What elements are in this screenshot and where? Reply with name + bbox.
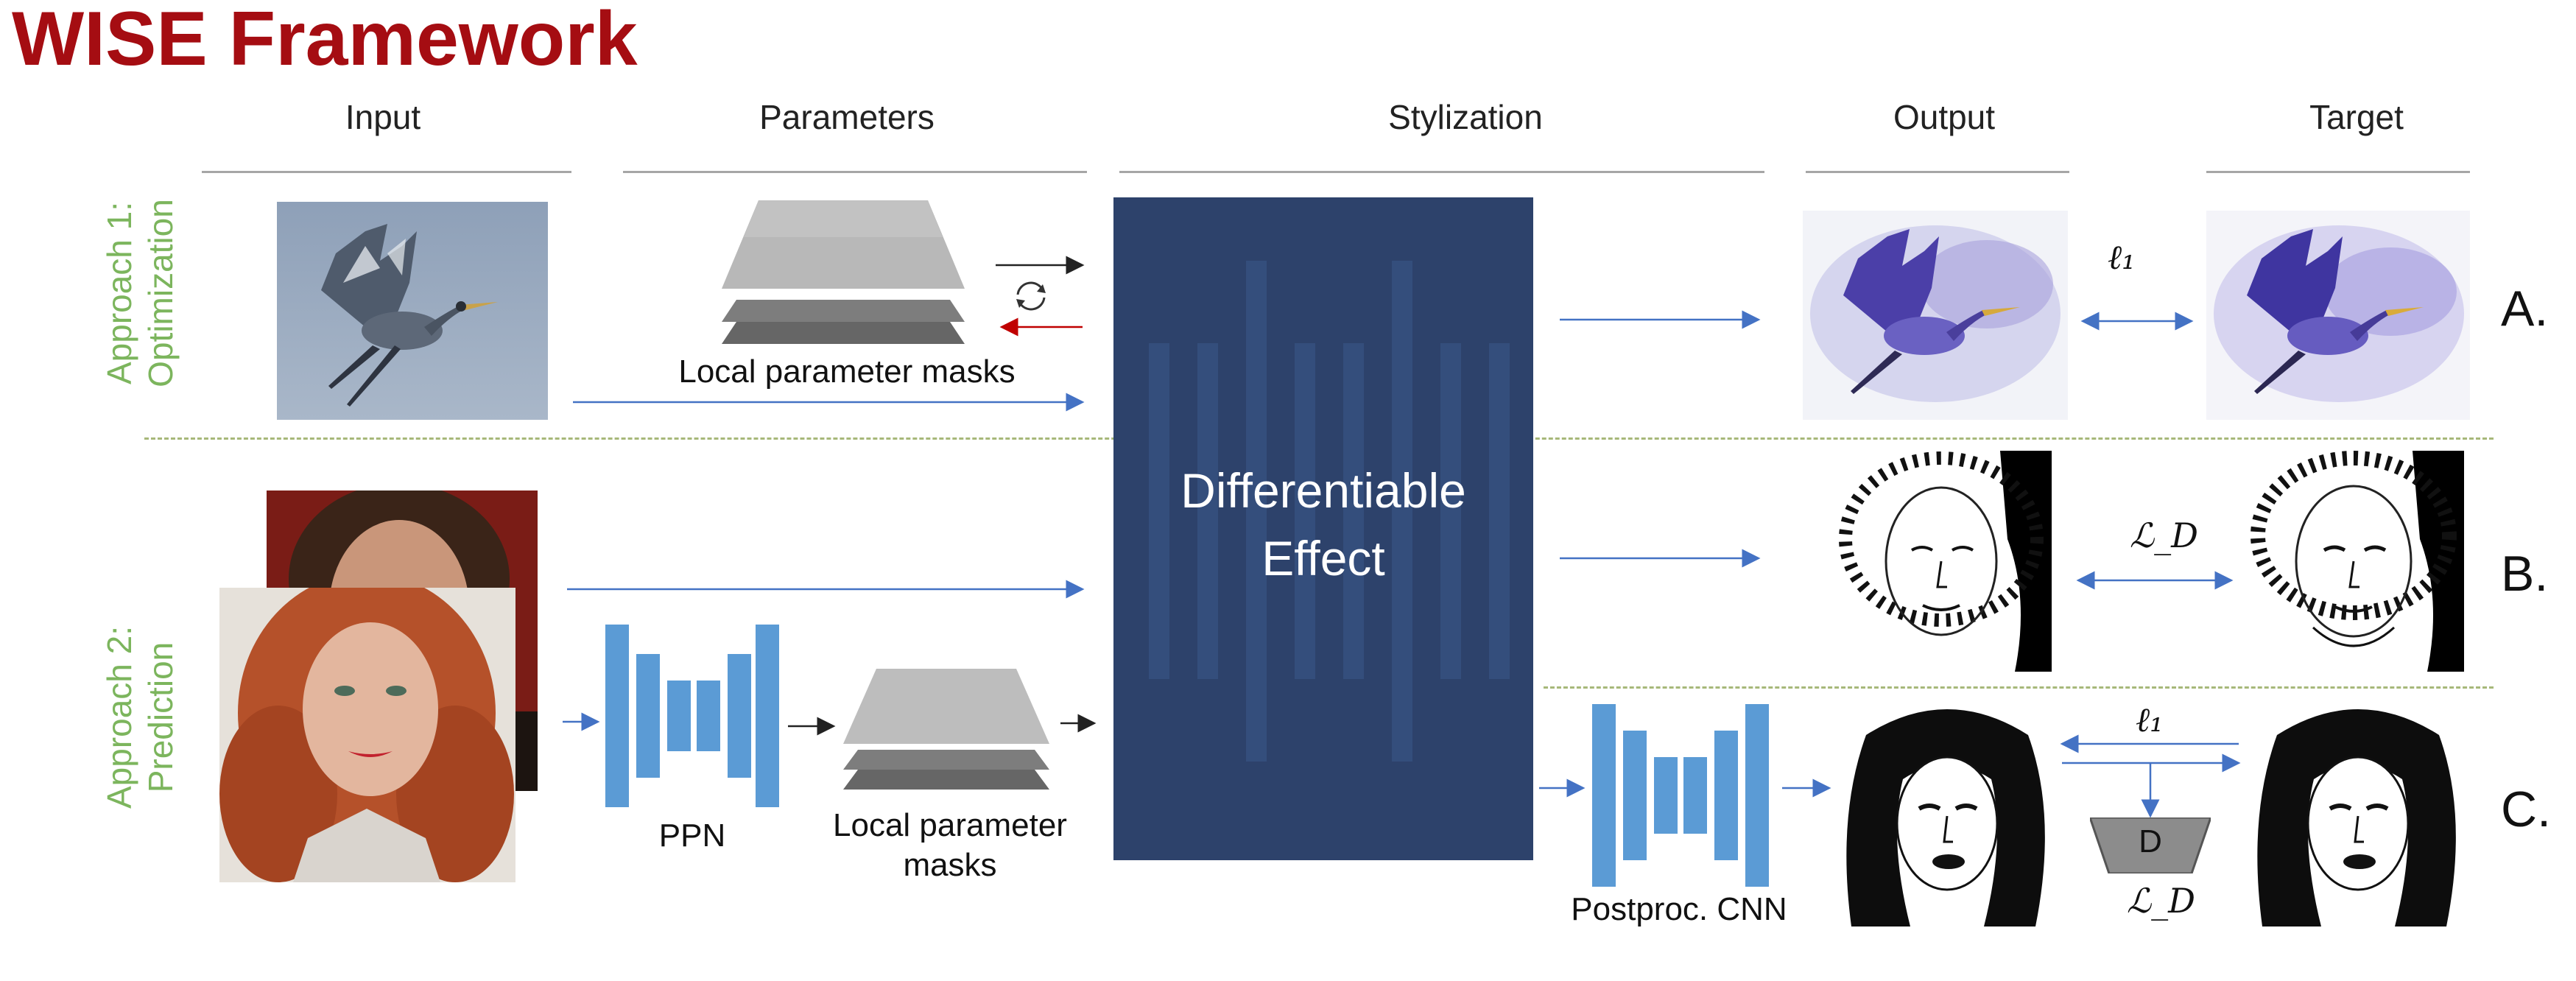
column-header-input: Input	[345, 98, 421, 136]
column-header-target: Target	[2309, 98, 2404, 136]
ppn-network-icon	[602, 625, 779, 809]
header-rule-stylization	[1119, 171, 1764, 173]
parameter-mask-stack-a	[714, 193, 972, 355]
loss-l1-c: ℓ₁	[2136, 700, 2164, 739]
effect-label-line2: Effect	[1261, 531, 1385, 586]
parameter-mask-stack-b	[840, 663, 1053, 795]
local-masks-label-a: Local parameter masks	[678, 354, 1016, 390]
header-rule-target	[2206, 171, 2470, 173]
row-separator-bc	[1544, 686, 2494, 689]
postproc-cnn-label: Postproc. CNN	[1571, 891, 1787, 927]
approach-1-line2: Optimization	[141, 199, 180, 387]
loss-l1-a: ℓ₁	[2108, 237, 2136, 277]
watercolor-output-image	[1803, 211, 2068, 420]
approach-1-line1: Approach 1:	[100, 201, 138, 385]
differentiable-effect-box	[1113, 197, 1533, 860]
approach-2-label: Approach 2: Prediction	[99, 607, 181, 828]
refresh-icon	[1009, 274, 1053, 318]
row-label-b: B.	[2501, 546, 2549, 602]
approach-2-line2: Prediction	[141, 641, 180, 793]
column-header-stylization: Stylization	[1388, 98, 1543, 136]
local-masks-c-line1: Local parameter	[833, 807, 1067, 843]
sketch-target-image	[2243, 451, 2464, 672]
page-title: WISE Framework	[12, 0, 638, 82]
row-label-c: C.	[2501, 781, 2551, 837]
heron-input-image	[277, 202, 548, 420]
column-header-parameters: Parameters	[759, 98, 935, 136]
approach-1-label: Approach 1: Optimization	[99, 183, 181, 404]
sketch-output-image	[1831, 451, 2052, 672]
postproc-cnn-network-icon	[1589, 704, 1772, 888]
differentiable-effect-label: Differentiable Effect	[1113, 457, 1533, 592]
row-label-a: A.	[2501, 281, 2549, 337]
face-input-front-image	[219, 588, 515, 882]
effect-label-line1: Differentiable	[1180, 463, 1466, 518]
loss-ld-b: ℒ_D	[2130, 516, 2199, 555]
header-rule-output	[1806, 171, 2069, 173]
watercolor-target-image	[2206, 211, 2470, 420]
discriminator-block	[2090, 818, 2211, 873]
local-masks-c-line2: masks	[903, 847, 997, 883]
ink-output-image	[1837, 706, 2056, 926]
local-masks-label-c: Local parameter masks	[817, 806, 1083, 885]
loss-ld-c: ℒ_D	[2127, 881, 2196, 921]
header-rule-input	[202, 171, 571, 173]
column-header-output: Output	[1893, 98, 1996, 136]
approach-2-line1: Approach 2:	[100, 625, 138, 809]
ppn-label: PPN	[658, 818, 726, 854]
header-rule-parameters	[623, 171, 1087, 173]
discriminator-label: D	[2139, 823, 2162, 859]
ink-target-image	[2248, 706, 2467, 926]
